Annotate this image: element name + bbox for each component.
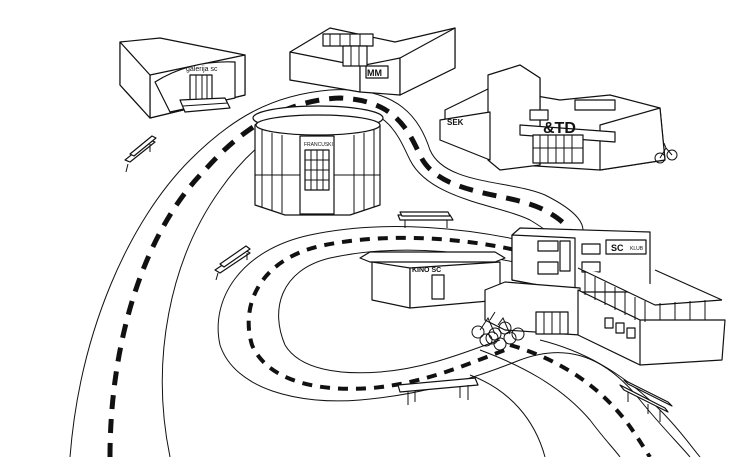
building-mm[interactable]: MM xyxy=(289,27,456,96)
bench-icon xyxy=(214,245,251,281)
kino-label: KINO SC xyxy=(412,267,441,274)
building-francuski[interactable]: FRANCUSKI xyxy=(252,105,384,216)
galerija-label: galerija sc xyxy=(186,66,218,73)
building-klub[interactable]: SC KLUB xyxy=(484,227,726,366)
bicycle-rack-icon xyxy=(471,311,525,351)
bicycle-icon xyxy=(654,142,678,164)
klub-label: KLUB xyxy=(630,246,644,252)
mm-label: MM xyxy=(367,68,382,78)
building-kino[interactable]: KINO SC xyxy=(359,251,506,309)
bench-icon xyxy=(124,135,157,173)
bench-icon xyxy=(619,379,673,422)
bench-icon xyxy=(397,211,454,228)
klub-logo: SC xyxy=(611,243,624,253)
building-galerija[interactable]: galerija sc xyxy=(119,37,246,119)
sek-label: SEK xyxy=(447,118,464,127)
td-label: &TD xyxy=(543,120,576,137)
building-sek[interactable]: SEK &TD xyxy=(439,64,666,171)
francuski-label: FRANCUSKI xyxy=(304,142,333,148)
bench-icon xyxy=(397,377,479,405)
